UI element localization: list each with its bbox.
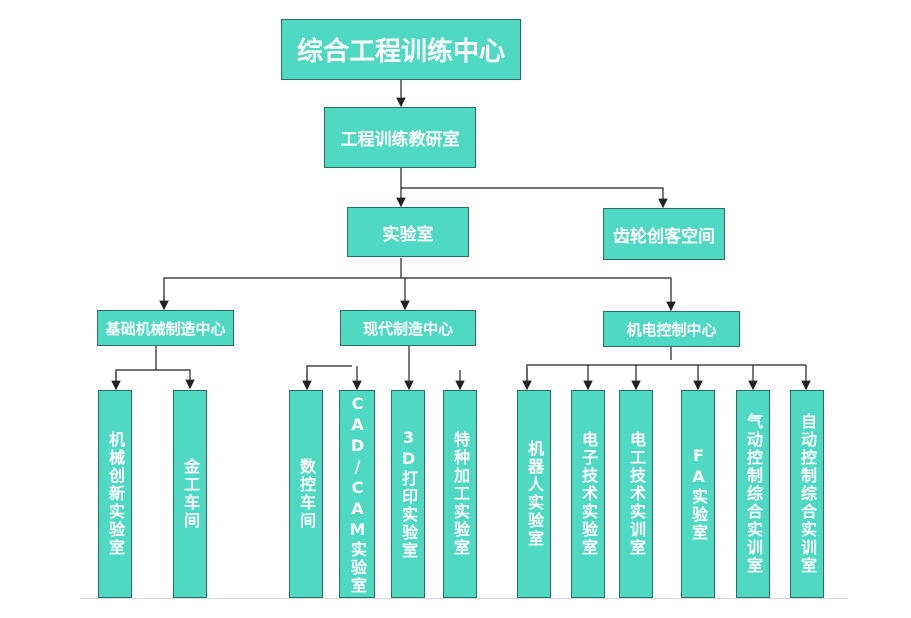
mechatronic-center-node: 机电控制中心 [603, 311, 740, 347]
leaf-label: 自动控制综合实训室 [798, 413, 817, 575]
leaf-node: 金工车间 [173, 390, 207, 598]
root-label: 综合工程训练中心 [296, 37, 505, 67]
teaching-research-node: 工程训练教研室 [324, 107, 476, 168]
modern-center-label: 现代制造中心 [362, 319, 453, 338]
leaf-node: 自动控制综合实训室 [790, 390, 824, 598]
leaf-node: 电子技术实验室 [571, 390, 605, 598]
leaf-node: 特种加工实验室 [443, 390, 477, 598]
lab-node: 实验室 [347, 207, 469, 257]
leaf-label: 电子技术实验室 [579, 431, 598, 557]
leaf-label: CAD/CAM实验室 [348, 393, 367, 595]
lab-label: 实验室 [382, 224, 434, 245]
basic-center-label: 基础机械制造中心 [105, 319, 226, 338]
leaf-label: 3D打印实验室 [399, 428, 418, 560]
baseline-divider [80, 598, 848, 599]
leaf-node: 机器人实验室 [517, 390, 551, 598]
mechatronic-center-label: 机电控制中心 [626, 320, 717, 339]
leaf-node: 气动控制综合实训室 [736, 390, 770, 598]
leaf-label: 机械创新实验室 [106, 431, 125, 557]
leaf-label: 气动控制综合实训室 [744, 413, 763, 575]
leaf-node: 3D打印实验室 [391, 390, 425, 598]
leaf-node: CAD/CAM实验室 [339, 390, 375, 598]
leaf-label: 特种加工实验室 [451, 431, 470, 557]
leaf-node: 电工技术实训室 [619, 390, 653, 598]
leaf-node: 数控车间 [289, 390, 323, 598]
modern-center-node: 现代制造中心 [340, 310, 476, 346]
root-node: 综合工程训练中心 [281, 19, 521, 80]
leaf-label: 金工车间 [181, 458, 200, 530]
basic-center-node: 基础机械制造中心 [97, 310, 234, 346]
leaf-node: FA实验室 [681, 390, 715, 598]
leaf-node: 机械创新实验室 [98, 390, 132, 598]
leaf-label: FA实验室 [689, 446, 708, 542]
leaf-label: 电工技术实训室 [627, 431, 646, 557]
gear-space-node: 齿轮创客空间 [603, 208, 725, 260]
gear-space-label: 齿轮创客空间 [613, 226, 715, 247]
leaf-label: 机器人实验室 [525, 440, 544, 548]
leaf-label: 数控车间 [297, 458, 316, 530]
teaching-research-label: 工程训练教研室 [340, 130, 460, 150]
